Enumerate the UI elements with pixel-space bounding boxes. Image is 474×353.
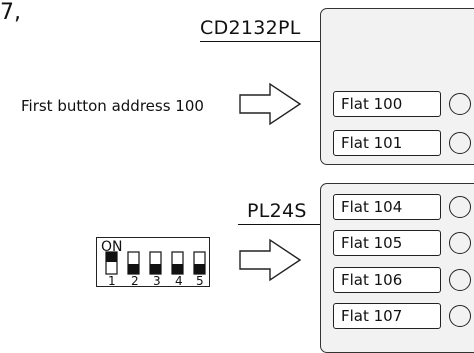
flat-label: Flat 106 (333, 267, 441, 293)
dip-switch-toggles (105, 251, 206, 275)
dip-toggle-3[interactable] (149, 251, 162, 275)
dip-toggle-knob (106, 252, 117, 262)
first-button-address-text: First button address 100 (21, 97, 204, 115)
call-button[interactable] (449, 269, 471, 291)
dip-number: 1 (108, 274, 116, 288)
arrow-right-icon (239, 238, 302, 282)
dip-number: 2 (131, 274, 139, 288)
call-button[interactable] (449, 132, 471, 154)
dip-on-label: ON (101, 239, 123, 255)
dip-toggle-4[interactable] (171, 251, 184, 275)
dip-toggle-knob (194, 264, 205, 274)
flat-label: Flat 104 (333, 194, 441, 220)
dip-toggle-5[interactable] (193, 251, 206, 275)
dip-toggle-knob (150, 264, 161, 274)
dip-number: 3 (153, 274, 161, 288)
clipped-figure-number: 7, (0, 0, 21, 25)
dip-toggle-1[interactable] (105, 251, 118, 275)
dip-switch: ON 1 2 3 4 5 (96, 237, 210, 287)
dip-toggle-knob (172, 264, 183, 274)
dip-number: 4 (175, 274, 183, 288)
flat-label: Flat 100 (333, 91, 441, 117)
module-label-underline (200, 41, 320, 42)
dip-toggle-2[interactable] (127, 251, 140, 275)
call-button[interactable] (449, 196, 471, 218)
module-label-cd2132pl: CD2132PL (200, 17, 301, 39)
dip-toggle-knob (128, 264, 139, 274)
module-label-underline (238, 224, 320, 225)
module-label-pl24s: PL24S (247, 200, 307, 222)
call-button[interactable] (449, 232, 471, 254)
flat-label: Flat 101 (333, 130, 441, 156)
call-button[interactable] (449, 305, 471, 327)
arrow-right-icon (239, 82, 302, 126)
call-button[interactable] (449, 93, 471, 115)
dip-number: 5 (196, 274, 204, 288)
flat-label: Flat 107 (333, 303, 441, 329)
flat-label: Flat 105 (333, 230, 441, 256)
